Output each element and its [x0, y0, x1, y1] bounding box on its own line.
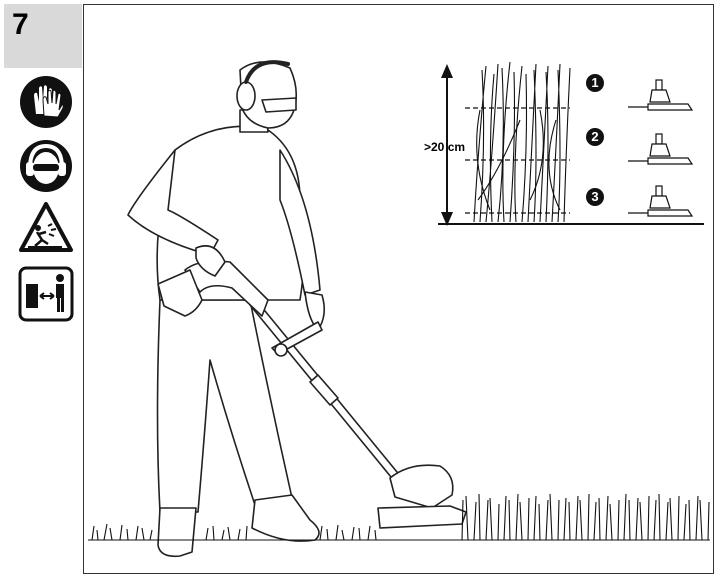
- ear-eye-protection-icon: [20, 140, 72, 192]
- battery-pack: [157, 269, 203, 317]
- keep-distance-icon: [18, 266, 74, 322]
- trimmer-motor-housing: [389, 464, 454, 509]
- flying-debris-warning-icon: [19, 202, 73, 252]
- ear-defender: [236, 81, 256, 111]
- height-label: >20 cm: [424, 140, 466, 154]
- right-arm: [279, 149, 321, 296]
- left-shoe: [157, 507, 197, 558]
- trimmer-guard: [377, 505, 467, 529]
- step-number: 7: [12, 8, 29, 41]
- grass: [88, 493, 710, 541]
- level-1-marker: 1: [586, 74, 604, 92]
- left-arm: [127, 149, 219, 256]
- left-hand: [195, 245, 226, 277]
- level-3-marker: 3: [586, 188, 604, 206]
- cutting-height-inset: [438, 61, 704, 226]
- safety-glasses: [261, 97, 297, 113]
- gloves-icon: [20, 76, 72, 128]
- step-number-box: 7: [4, 4, 82, 68]
- illustration-frame: [83, 4, 714, 574]
- right-shoe: [251, 494, 320, 542]
- level-2-marker: 2: [586, 128, 604, 146]
- trousers: [156, 299, 293, 513]
